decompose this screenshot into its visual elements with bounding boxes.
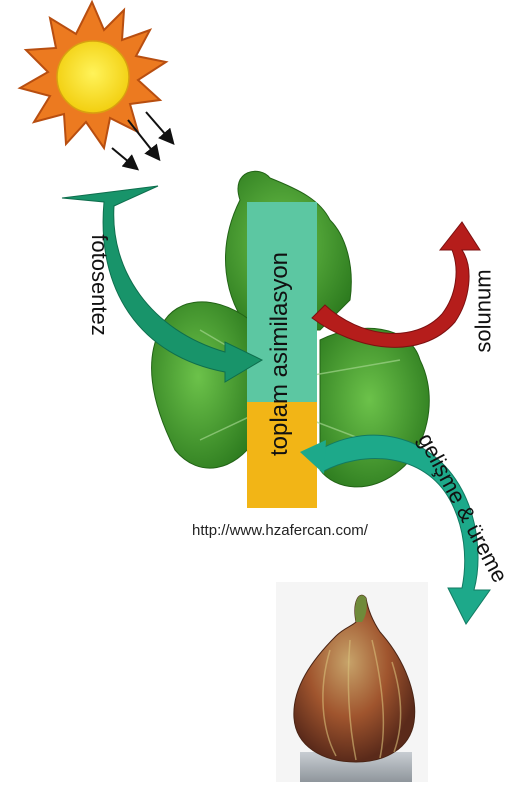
light-ray-arrow [112,148,136,168]
source-url: http://www.hzafercan.com/ [150,522,410,539]
total-assimilation-label: toplam asimilasyon [266,252,294,456]
sun-core [57,41,129,113]
light-ray-arrow [146,112,172,142]
fig-photo [276,582,428,782]
respiration-label: solunum [471,269,497,352]
sun-icon [20,2,166,148]
light-ray-arrow [128,120,158,158]
photosynthesis-label: fotosentez [86,234,112,336]
